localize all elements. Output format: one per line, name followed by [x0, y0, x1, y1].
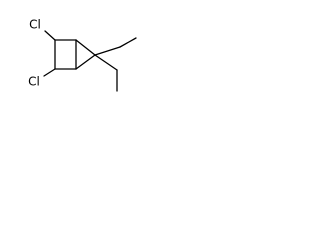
bond-ethyl-lower-1	[94, 54, 118, 71]
bond-chlorine-top	[44, 30, 56, 41]
bond-chlorine-bottom	[43, 68, 56, 77]
bond-cyclopropane-lower	[75, 54, 96, 70]
bond-ethyl-upper-1	[94, 46, 121, 56]
chlorine-label-top: Cl	[29, 18, 41, 32]
bond-ethyl-upper-2	[119, 37, 137, 48]
chlorine-label-bottom: Cl	[28, 75, 40, 89]
bond-cyclopropane-upper	[75, 39, 96, 56]
structure-diagram: Cl Cl	[28, 18, 137, 92]
